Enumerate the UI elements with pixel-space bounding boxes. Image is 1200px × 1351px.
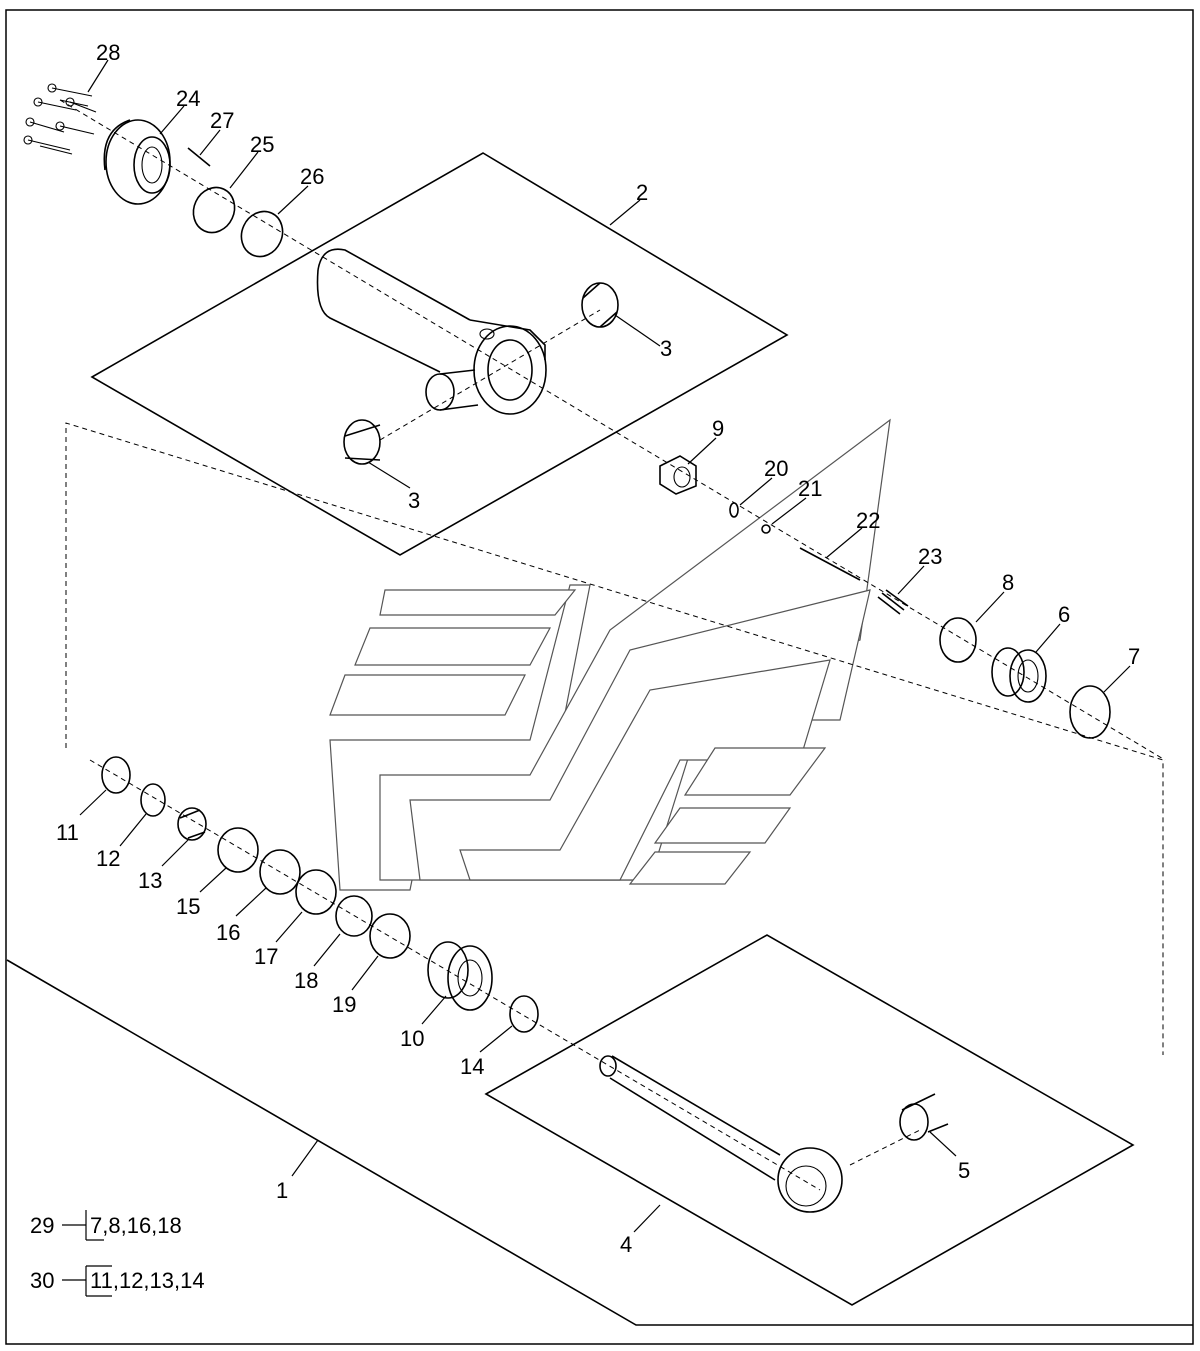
assembly-1-outline xyxy=(6,959,1193,1326)
bolts-part-28 xyxy=(23,83,97,155)
cylinder-tube xyxy=(316,248,547,415)
assembly-dashed-envelope xyxy=(65,422,1164,1055)
kit-29-first-item: 7 xyxy=(90,1213,102,1238)
callout-9: 9 xyxy=(712,416,724,441)
gland-head-part-24 xyxy=(103,119,171,205)
piston-part-10 xyxy=(427,941,493,1011)
callout-8: 8 xyxy=(1002,570,1014,595)
callout-21: 21 xyxy=(798,476,822,501)
callout-28: 28 xyxy=(96,40,120,65)
svg-text:7,8,16,18: 7,8,16,18 xyxy=(90,1213,182,1238)
bushing-axis-upper xyxy=(379,309,601,441)
rod-part-22 xyxy=(799,547,861,581)
ring-part-12 xyxy=(140,783,166,817)
callout-6: 6 xyxy=(1058,602,1070,627)
kit-legend-29: 29 7,8,16,18 xyxy=(30,1210,182,1241)
callout-7: 7 xyxy=(1128,644,1140,669)
callout-5: 5 xyxy=(958,1158,970,1183)
kit-29-other-items: ,8,16,18 xyxy=(102,1213,182,1238)
svg-text:11,12,13,14: 11,12,13,14 xyxy=(90,1268,205,1293)
callout-2: 2 xyxy=(636,180,648,205)
ring-part-26 xyxy=(240,210,284,258)
callout-25: 25 xyxy=(250,132,274,157)
callout-18: 18 xyxy=(294,968,318,993)
ring-part-14 xyxy=(509,995,539,1033)
callout-12: 12 xyxy=(96,846,120,871)
kit-30-first-item: 11 xyxy=(90,1268,113,1293)
callout-22: 22 xyxy=(856,508,880,533)
kit-29-number: 29 xyxy=(30,1213,54,1238)
callout-4: 4 xyxy=(620,1232,632,1257)
callout-27: 27 xyxy=(210,108,234,133)
bushing-part-5 xyxy=(899,1093,949,1141)
callout-26: 26 xyxy=(300,164,324,189)
kit-legend-30: 30 11,12,13,14 xyxy=(30,1265,205,1297)
ring-part-8 xyxy=(939,617,977,663)
callout-24: 24 xyxy=(176,86,200,111)
piston-rod xyxy=(599,1055,843,1213)
kit-30-other-items: ,12,13,14 xyxy=(113,1268,205,1293)
ring-part-16 xyxy=(259,849,301,895)
watermark-logo xyxy=(329,418,891,891)
nut-part-9 xyxy=(659,455,697,495)
bushing-part-13 xyxy=(177,807,207,841)
callout-3-upper: 3 xyxy=(660,336,672,361)
bushing-part-3-lower xyxy=(343,419,381,465)
callout-14: 14 xyxy=(460,1054,484,1079)
bushing-axis-lower xyxy=(849,1129,921,1166)
ball-part-21 xyxy=(761,524,771,534)
nut-part-6 xyxy=(991,647,1047,703)
ring-part-7 xyxy=(1069,685,1111,739)
kit-30-number: 30 xyxy=(30,1268,54,1293)
assembly-2-outline xyxy=(90,152,789,556)
spring-part-23 xyxy=(877,589,909,615)
callout-3-lower: 3 xyxy=(408,488,420,513)
center-axis-upper xyxy=(59,99,1166,761)
pin-part-27 xyxy=(187,147,211,167)
callout-15: 15 xyxy=(176,894,200,919)
callout-13: 13 xyxy=(138,868,162,893)
callout-23: 23 xyxy=(918,544,942,569)
ring-part-25 xyxy=(192,186,236,234)
callout-11: 11 xyxy=(56,820,79,845)
ring-part-19 xyxy=(369,913,411,959)
callout-10: 10 xyxy=(400,1026,424,1051)
leader-lines xyxy=(79,59,1131,1233)
ring-part-11 xyxy=(101,756,131,794)
ring-part-15 xyxy=(217,827,259,873)
oring-part-20 xyxy=(729,502,739,518)
bushing-part-3-upper xyxy=(581,282,619,328)
ring-part-17 xyxy=(295,869,337,915)
callout-17: 17 xyxy=(254,944,278,969)
callout-1: 1 xyxy=(276,1178,288,1203)
ring-part-18 xyxy=(335,895,373,937)
callout-16: 16 xyxy=(216,920,240,945)
drawing-frame xyxy=(5,9,1194,1345)
callout-19: 19 xyxy=(332,992,356,1017)
assembly-4-outline xyxy=(484,934,1135,1306)
center-axis-lower xyxy=(89,759,821,1191)
callout-20: 20 xyxy=(764,456,788,481)
